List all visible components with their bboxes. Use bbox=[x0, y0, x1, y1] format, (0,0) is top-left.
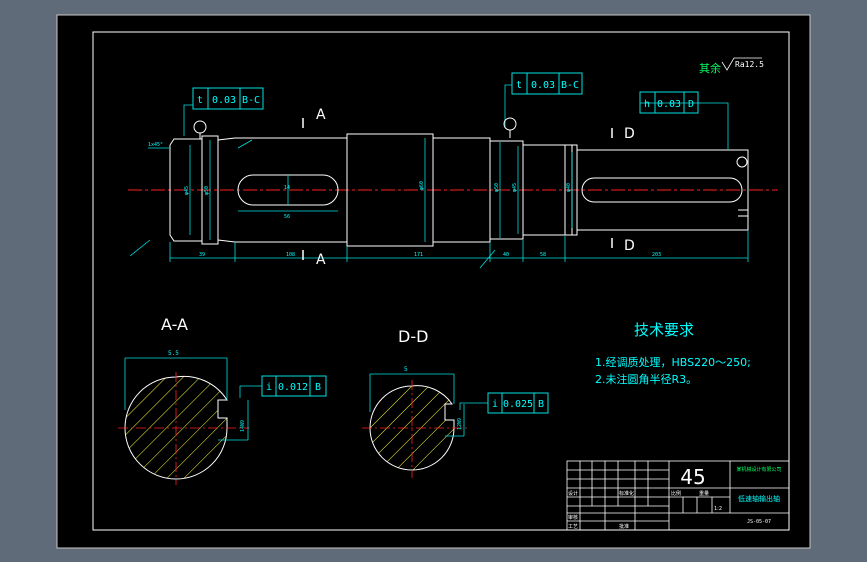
tolerance-frame-5: i 0.025 B bbox=[487, 392, 549, 414]
tolerance-2-value: 0.03 bbox=[531, 80, 555, 91]
company-name: 某机械设计有限公司 bbox=[736, 466, 781, 473]
tolerance-3-datum: D bbox=[688, 99, 694, 110]
section-a-bottom-label: A bbox=[316, 252, 326, 268]
tolerance-4-value: 0.012 bbox=[278, 382, 308, 393]
sec-d-depth: 5 bbox=[404, 366, 408, 373]
leader-lines bbox=[183, 84, 729, 150]
tech-req-line-1: 1.经调质处理，HBS220～250; bbox=[595, 356, 751, 369]
dim-keyway2: 56 bbox=[284, 214, 290, 220]
tb-label-approve: 批准 bbox=[619, 523, 629, 530]
tolerance-3-value: 0.03 bbox=[657, 99, 681, 110]
section-d-title: D-D bbox=[398, 327, 428, 346]
dim-len4: 40 bbox=[503, 252, 509, 258]
tech-req-line-2: 2.未注圆角半径R3。 bbox=[595, 372, 697, 386]
tolerance-1-symbol: t bbox=[197, 95, 203, 106]
tb-label-review: 审核 bbox=[568, 514, 578, 521]
dim-d2: φ50 bbox=[204, 186, 210, 195]
tolerance-frame-2: t 0.03 B-C bbox=[511, 72, 583, 95]
tolerance-4-symbol: i bbox=[266, 382, 272, 393]
section-a-title: A-A bbox=[161, 315, 188, 334]
section-cut-marks bbox=[302, 118, 613, 260]
dim-chamfer: 1x45° bbox=[148, 142, 163, 148]
tolerance-2-symbol: t bbox=[516, 80, 522, 91]
tolerance-frame-3: h 0.03 D bbox=[639, 91, 699, 114]
dim-len3: 171 bbox=[414, 252, 423, 258]
section-d-bottom-label: D bbox=[624, 238, 635, 254]
roughness-symbol: 其余 Ra12.5 bbox=[699, 57, 764, 75]
tb-scale-value: 1:2 bbox=[714, 506, 722, 512]
dim-d1: φ45 bbox=[184, 186, 190, 195]
tolerance-5-value: 0.025 bbox=[503, 399, 533, 410]
part-name: 低速轴输出轴 bbox=[738, 494, 780, 503]
material-label: 45 bbox=[680, 465, 705, 489]
tolerance-1-datum: B-C bbox=[242, 95, 260, 106]
tolerance-1-value: 0.03 bbox=[212, 95, 236, 106]
dim-d5: φ45 bbox=[512, 183, 518, 192]
tb-label-weight: 重量 bbox=[699, 490, 709, 497]
drawing-number: JS-05-07 bbox=[747, 519, 771, 525]
roughness-value: Ra12.5 bbox=[735, 60, 764, 69]
tolerance-5-symbol: i bbox=[492, 399, 498, 410]
tolerance-4-datum: B bbox=[315, 382, 321, 393]
dim-len1: 39 bbox=[199, 252, 205, 258]
tb-label-design: 设计 bbox=[568, 490, 578, 497]
sec-d-width: 12N9 bbox=[457, 418, 463, 430]
title-block-labels: 设计 审核 工艺 标准化 批准 比例 重量 1:2 bbox=[568, 490, 722, 530]
tb-label-standard: 标准化 bbox=[619, 490, 634, 497]
tolerance-frame-1: t 0.03 B-C bbox=[192, 87, 264, 110]
tech-req-title: 技术要求 bbox=[634, 321, 694, 339]
dim-keyway1: 14 bbox=[284, 185, 290, 191]
tolerance-3-symbol: h bbox=[644, 99, 650, 110]
tolerance-5-datum: B bbox=[538, 399, 544, 410]
dim-len6: 203 bbox=[652, 252, 661, 258]
section-a-view: 5.5 14N9 bbox=[118, 350, 262, 485]
section-a-top-label: A bbox=[316, 107, 326, 123]
dim-d4: φ50 bbox=[494, 183, 500, 192]
title-block bbox=[566, 460, 790, 531]
dim-len2: 108 bbox=[286, 252, 295, 258]
dim-len5: 58 bbox=[540, 252, 546, 258]
sec-a-width: 14N9 bbox=[240, 420, 246, 432]
drawing-border bbox=[92, 31, 790, 531]
section-d-view: 5 12N9 bbox=[362, 366, 488, 478]
tb-label-scale: 比例 bbox=[671, 490, 681, 497]
dimension-lines bbox=[129, 138, 749, 269]
roughness-prefix: 其余 bbox=[699, 61, 721, 75]
tolerance-frame-4: i 0.012 B bbox=[261, 375, 327, 397]
dim-d6: φ40 bbox=[566, 183, 572, 192]
dim-d3: φ60 bbox=[419, 181, 425, 190]
tb-label-process: 工艺 bbox=[568, 524, 578, 530]
dimension-texts: 1x45° φ45 φ50 φ60 φ50 φ45 φ40 14 56 39 1… bbox=[148, 142, 661, 258]
section-d-top-label: D bbox=[624, 126, 635, 142]
datum-circle-marker bbox=[193, 117, 517, 139]
sec-a-depth: 5.5 bbox=[168, 350, 179, 357]
tolerance-2-datum: B-C bbox=[561, 80, 579, 91]
